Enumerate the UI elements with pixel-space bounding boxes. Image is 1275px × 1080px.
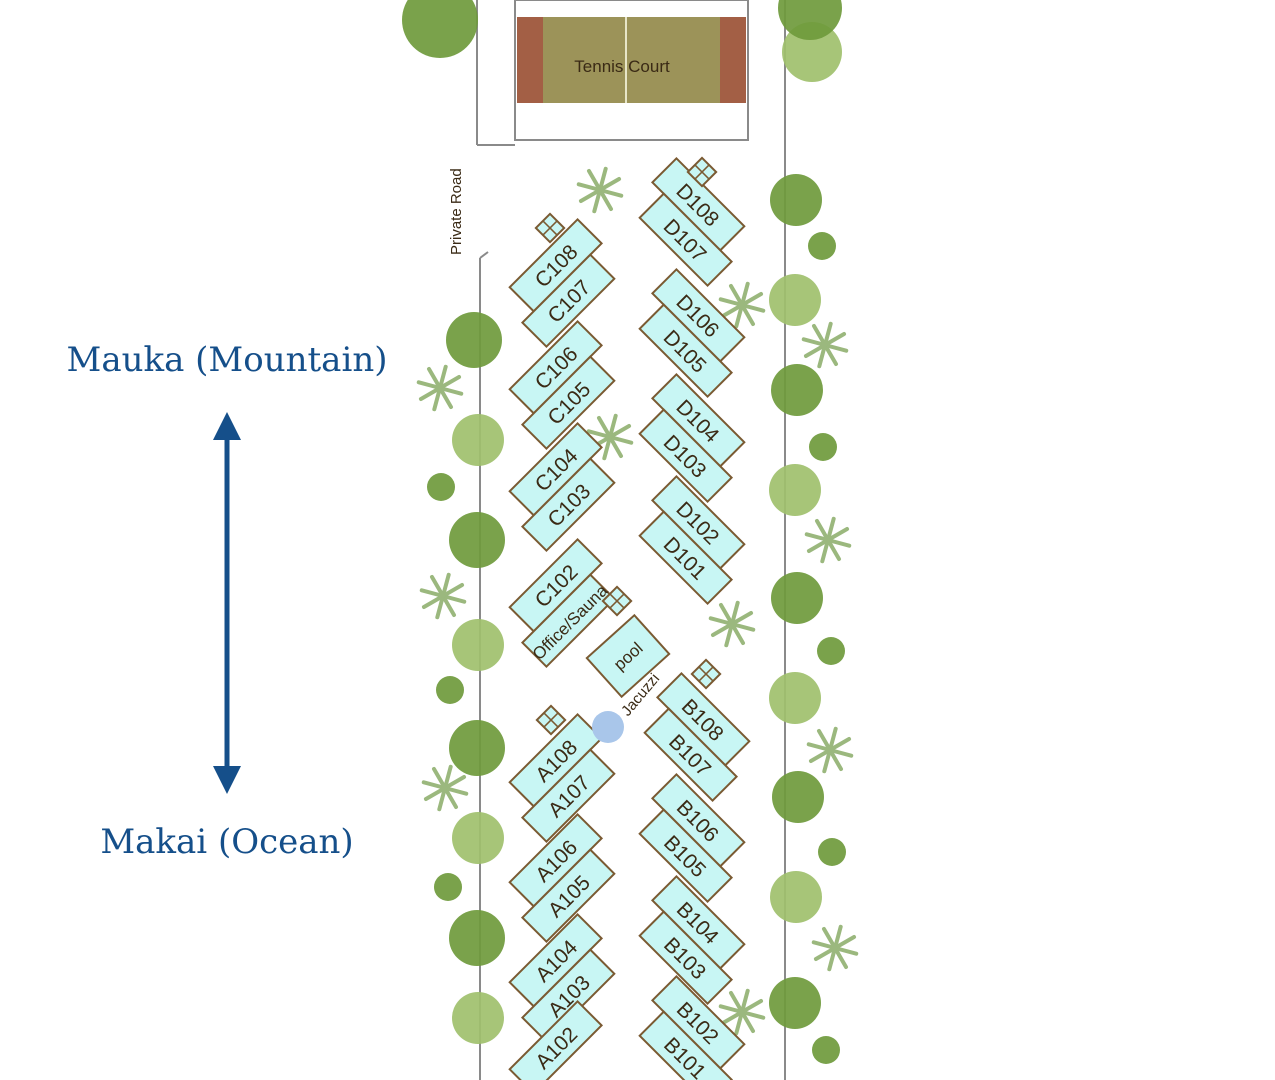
- stair-marker-icon: [686, 156, 718, 188]
- unit-block: [520, 355, 616, 451]
- pool-group: pool: [585, 613, 671, 699]
- tree-icon: [436, 676, 464, 704]
- tree-icon: [452, 992, 504, 1044]
- jacuzzi: [592, 711, 624, 743]
- tennis-court: Tennis Court: [514, 0, 749, 141]
- palm-tree-icon: [576, 166, 624, 214]
- tree-icon: [452, 619, 504, 671]
- palm-tree-icon: [806, 726, 854, 774]
- tree-icon: [772, 771, 824, 823]
- tree-icon: [434, 873, 462, 901]
- tree-icon: [808, 232, 836, 260]
- unit-block: [638, 910, 734, 1006]
- compass-arrow: [213, 412, 241, 794]
- stair-marker-icon: [534, 212, 566, 244]
- unit-block: [520, 573, 616, 669]
- stair-marker-icon: [690, 658, 722, 690]
- palm-tree-icon: [416, 364, 464, 412]
- unit-block: [638, 408, 734, 504]
- unit-block: [520, 253, 616, 349]
- stair-marker-icon: [601, 585, 633, 617]
- unit-block: [638, 510, 734, 606]
- tree-icon: [452, 812, 504, 864]
- trees: [402, 0, 859, 1064]
- tree-icon: [812, 1036, 840, 1064]
- pool: [585, 613, 671, 699]
- tennis-court-end-right: [720, 17, 746, 103]
- tree-icon: [778, 0, 842, 40]
- mauka-label: Mauka (Mountain): [66, 340, 388, 380]
- buildings: C108C107C106C105C104C103C102Office/Sauna…: [508, 156, 751, 1080]
- unit-block: [520, 748, 616, 844]
- unit-block: [638, 1010, 734, 1080]
- tree-icon: [446, 312, 502, 368]
- tree-icon: [818, 838, 846, 866]
- makai-label: Makai (Ocean): [100, 822, 354, 862]
- tree-icon: [449, 512, 505, 568]
- unit-block: [508, 999, 604, 1080]
- palm-tree-icon: [708, 600, 756, 648]
- stair-marker-icon: [535, 704, 567, 736]
- tree-icon: [449, 720, 505, 776]
- private-road-label: Private Road: [448, 168, 465, 255]
- palm-tree-icon: [811, 924, 859, 972]
- tree-icon: [769, 672, 821, 724]
- tennis-court-label: Tennis Court: [574, 57, 670, 76]
- palm-tree-icon: [421, 764, 469, 812]
- tree-icon: [769, 464, 821, 516]
- tennis-court-end-left: [517, 17, 543, 103]
- unit-block: [520, 848, 616, 944]
- palm-tree-icon: [718, 988, 766, 1036]
- tree-icon: [449, 910, 505, 966]
- unit-block: [643, 707, 739, 803]
- tree-icon: [771, 364, 823, 416]
- palm-tree-icon: [804, 516, 852, 564]
- tree-icon: [817, 637, 845, 665]
- left-boundary-curve: [479, 251, 489, 259]
- unit-block: [638, 303, 734, 399]
- compass-arrow-down-head: [213, 766, 241, 794]
- tree-icon: [809, 433, 837, 461]
- tree-icon: [769, 977, 821, 1029]
- tree-icon: [771, 572, 823, 624]
- palm-tree-icon: [801, 321, 849, 369]
- palm-tree-icon: [419, 572, 467, 620]
- unit-block: [520, 457, 616, 553]
- tree-icon: [402, 0, 478, 58]
- tree-icon: [770, 871, 822, 923]
- palm-tree-icon: [718, 281, 766, 329]
- unit-block: [638, 808, 734, 904]
- tree-icon: [452, 414, 504, 466]
- tree-icon: [427, 473, 455, 501]
- tree-icon: [769, 274, 821, 326]
- tennis-court-surface: [517, 17, 746, 103]
- unit-block: [638, 192, 734, 288]
- compass-arrow-up-head: [213, 412, 241, 440]
- tree-icon: [770, 174, 822, 226]
